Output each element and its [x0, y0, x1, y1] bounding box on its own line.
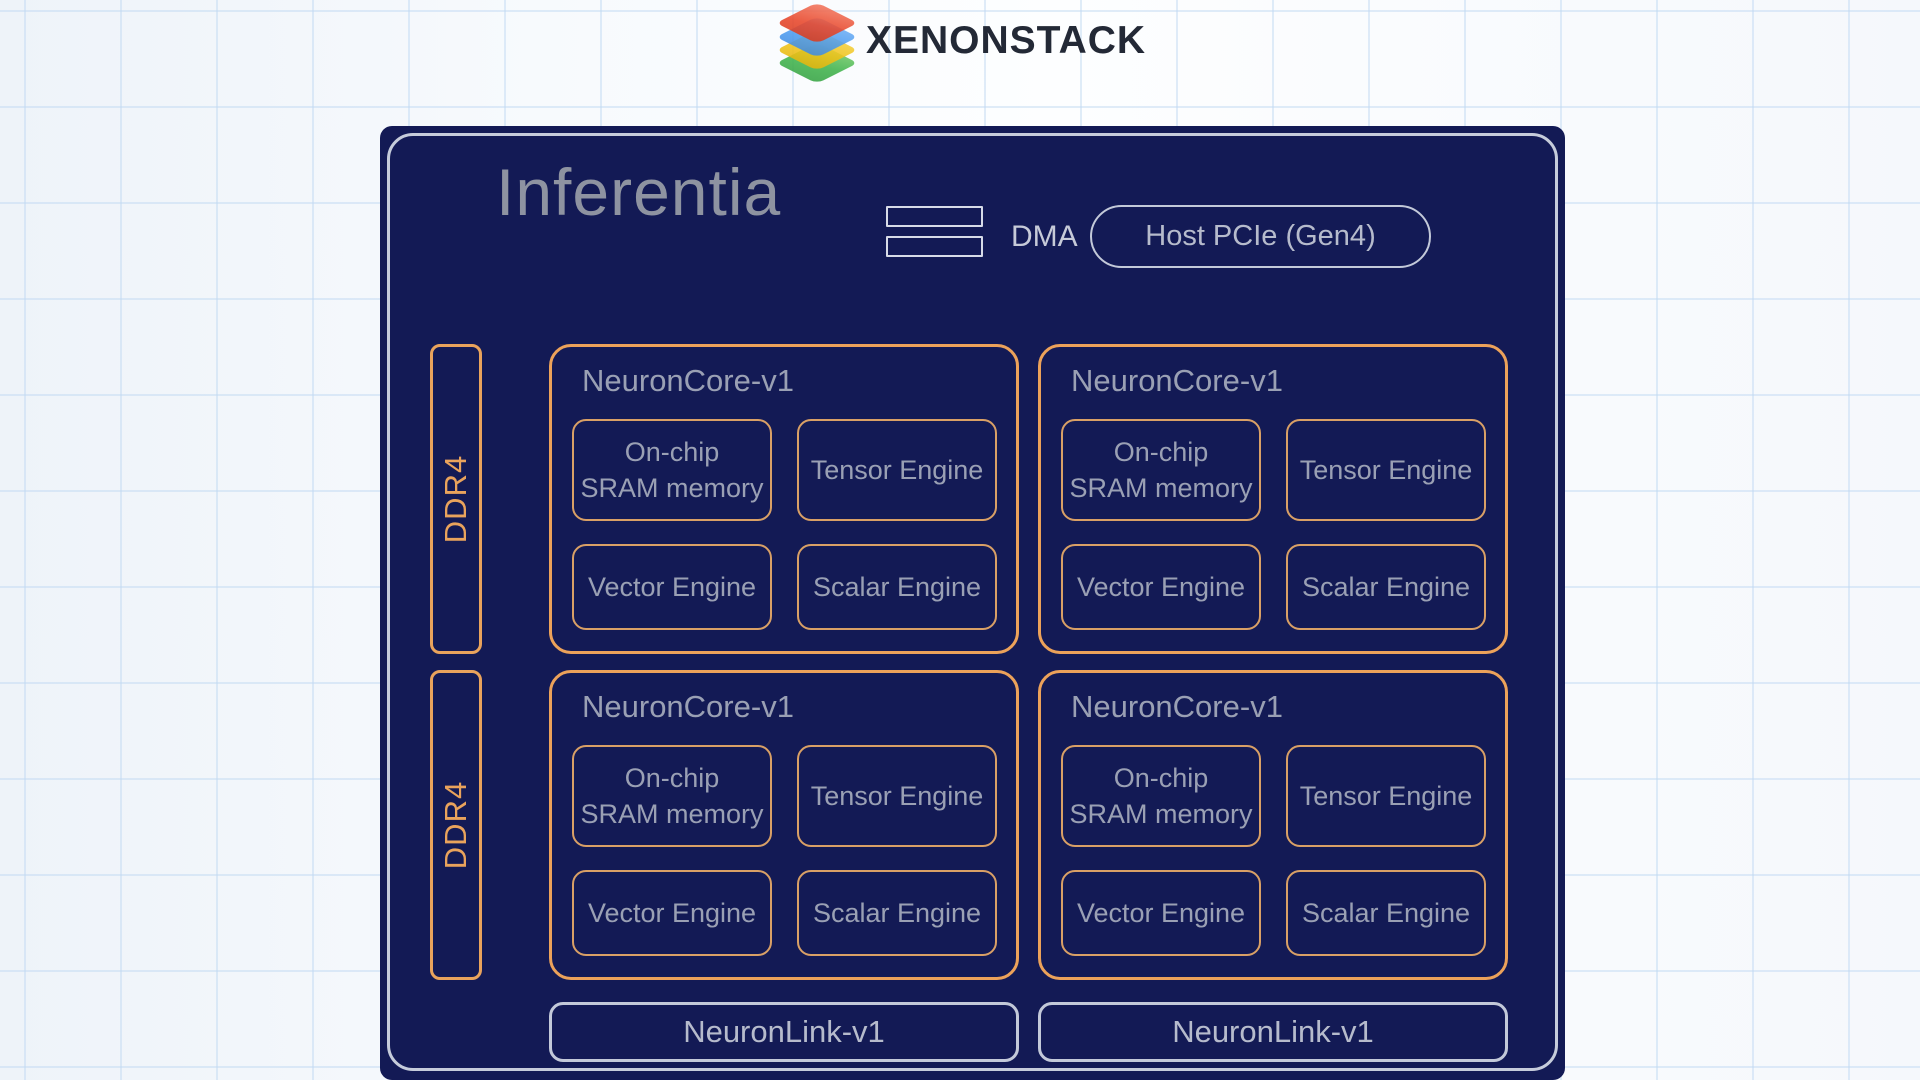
unit-tensor-label: Tensor Engine — [1299, 780, 1473, 811]
neuronlink-label: NeuronLink-v1 — [1172, 1014, 1374, 1049]
unit-scalar-engine: Scalar Engine — [1286, 544, 1486, 630]
unit-tensor-engine: Tensor Engine — [797, 745, 997, 847]
dma-buffers-icon — [886, 206, 983, 266]
dma-buffer-rect — [886, 206, 983, 227]
unit-vector-engine: Vector Engine — [1061, 870, 1261, 956]
ddr4-label: DDR4 — [438, 780, 473, 870]
neuroncore-title: NeuronCore-v1 — [582, 363, 794, 398]
unit-tensor-label: Tensor Engine — [810, 780, 984, 811]
neuroncore-block-bottom-left: NeuronCore-v1 On-chip SRAM memory Tensor… — [549, 670, 1019, 980]
unit-vector-label: Vector Engine — [587, 571, 757, 602]
neuroncore-block-bottom-right: NeuronCore-v1 On-chip SRAM memory Tensor… — [1038, 670, 1508, 980]
unit-tensor-label: Tensor Engine — [1299, 454, 1473, 485]
neuronlink-label: NeuronLink-v1 — [683, 1014, 885, 1049]
unit-vector-engine: Vector Engine — [572, 870, 772, 956]
ddr4-label: DDR4 — [438, 454, 473, 544]
inferentia-chip-diagram: Inferentia DMA Host PCIe (Gen4) DDR4 DDR… — [380, 126, 1565, 1080]
ddr4-block-top: DDR4 — [430, 344, 482, 654]
unit-vector-label: Vector Engine — [1076, 571, 1246, 602]
unit-sram-label-line1: On-chip — [1113, 762, 1209, 793]
neuroncore-title: NeuronCore-v1 — [1071, 689, 1283, 724]
unit-tensor-engine: Tensor Engine — [1286, 745, 1486, 847]
unit-scalar-label: Scalar Engine — [812, 897, 982, 928]
neuronlink-block-left: NeuronLink-v1 — [549, 1002, 1019, 1062]
chip-title: Inferentia — [496, 155, 782, 229]
unit-sram-label-line1: On-chip — [624, 436, 720, 467]
unit-sram-label-line2: SRAM memory — [580, 473, 764, 503]
host-pcie-label: Host PCIe (Gen4) — [1145, 220, 1376, 252]
unit-scalar-label: Scalar Engine — [812, 571, 982, 602]
brand-name: XENONSTACK — [865, 19, 1147, 62]
unit-sram-label-line2: SRAM memory — [580, 799, 764, 829]
unit-sram-label-line2: SRAM memory — [1069, 799, 1253, 829]
neuroncore-block-top-left: NeuronCore-v1 On-chip SRAM memory Tensor… — [549, 344, 1019, 654]
unit-sram-memory: On-chip SRAM memory — [572, 745, 772, 847]
unit-tensor-label: Tensor Engine — [810, 454, 984, 485]
unit-scalar-engine: Scalar Engine — [1286, 870, 1486, 956]
xenonstack-logo-icon — [774, 1, 860, 84]
unit-sram-label-line1: On-chip — [624, 762, 720, 793]
unit-sram-label-line2: SRAM memory — [1069, 473, 1253, 503]
unit-sram-memory: On-chip SRAM memory — [572, 419, 772, 521]
brand-header: XENONSTACK — [0, 0, 1920, 84]
unit-scalar-engine: Scalar Engine — [797, 544, 997, 630]
host-pcie-pill: Host PCIe (Gen4) — [1090, 205, 1431, 268]
neuroncore-block-top-right: NeuronCore-v1 On-chip SRAM memory Tensor… — [1038, 344, 1508, 654]
unit-vector-label: Vector Engine — [1076, 897, 1246, 928]
unit-tensor-engine: Tensor Engine — [797, 419, 997, 521]
neuronlink-block-right: NeuronLink-v1 — [1038, 1002, 1508, 1062]
unit-vector-label: Vector Engine — [587, 897, 757, 928]
unit-scalar-engine: Scalar Engine — [797, 870, 997, 956]
unit-sram-label-line1: On-chip — [1113, 436, 1209, 467]
dma-label: DMA — [1011, 220, 1078, 253]
neuroncore-title: NeuronCore-v1 — [1071, 363, 1283, 398]
unit-vector-engine: Vector Engine — [572, 544, 772, 630]
dma-buffer-rect — [886, 236, 983, 257]
ddr4-block-bottom: DDR4 — [430, 670, 482, 980]
unit-scalar-label: Scalar Engine — [1301, 897, 1471, 928]
unit-tensor-engine: Tensor Engine — [1286, 419, 1486, 521]
unit-vector-engine: Vector Engine — [1061, 544, 1261, 630]
unit-scalar-label: Scalar Engine — [1301, 571, 1471, 602]
unit-sram-memory: On-chip SRAM memory — [1061, 745, 1261, 847]
neuroncore-title: NeuronCore-v1 — [582, 689, 794, 724]
unit-sram-memory: On-chip SRAM memory — [1061, 419, 1261, 521]
